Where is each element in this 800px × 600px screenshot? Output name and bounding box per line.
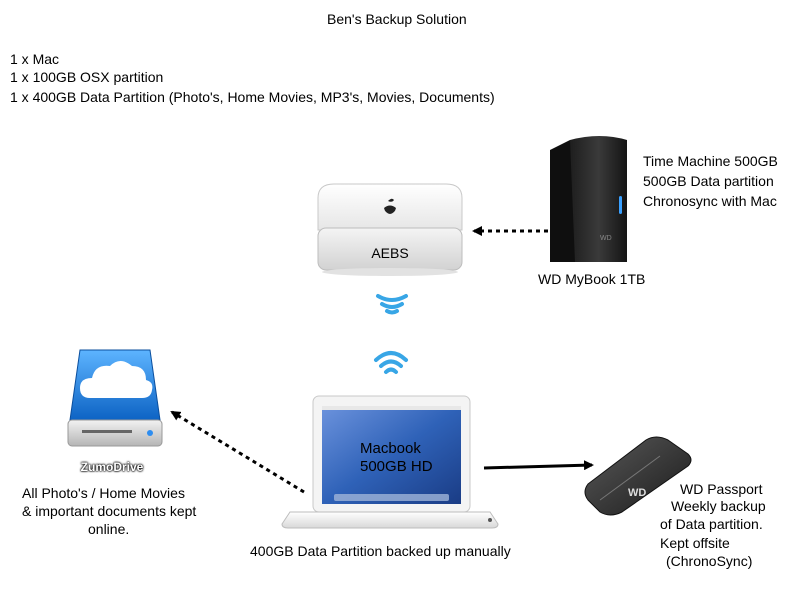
summary-line-data-partition: 1 x 400GB Data Partition (Photo's, Home … bbox=[10, 89, 495, 105]
passport-note-data-partition: of Data partition. bbox=[660, 516, 763, 532]
mybook-note-time-machine: Time Machine 500GB bbox=[643, 153, 778, 169]
macbook-caption: 400GB Data Partition backed up manually bbox=[250, 543, 511, 559]
macbook-screen-name: Macbook bbox=[360, 440, 421, 457]
passport-note-weekly: Weekly backup bbox=[671, 498, 766, 514]
macbook-screen bbox=[322, 406, 461, 504]
macbook-power-light bbox=[488, 518, 492, 522]
cloud-icon bbox=[80, 361, 153, 398]
zumodrive-note-photos: All Photo's / Home Movies bbox=[22, 485, 185, 501]
mybook-note-data-partition: 500GB Data partition bbox=[643, 173, 774, 189]
macbook-screen-capacity: 500GB HD bbox=[360, 458, 433, 475]
mybook-status-light bbox=[619, 196, 622, 214]
passport-note-name: WD Passport bbox=[680, 481, 763, 497]
zumodrive-note-online: online. bbox=[88, 521, 130, 537]
mybook-note-chronosync: Chronosync with Mac bbox=[643, 193, 777, 209]
apple-logo-icon bbox=[384, 198, 396, 214]
mybook-wd-logo-icon: WD bbox=[600, 235, 612, 242]
arrow-macbook-to-zumodrive bbox=[170, 410, 305, 494]
passport-wd-logo-icon: WD bbox=[628, 487, 646, 499]
summary-line-osx-partition: 1 x 100GB OSX partition bbox=[10, 69, 164, 85]
macbook-menubar bbox=[322, 406, 461, 410]
summary-line-mac: 1 x Mac bbox=[10, 51, 60, 67]
mybook-label: WD MyBook 1TB bbox=[538, 271, 646, 287]
arrow-macbook-to-passport bbox=[483, 460, 594, 471]
aebs-label: AEBS bbox=[371, 245, 409, 261]
macbook-dock bbox=[334, 494, 449, 501]
passport-note-offsite: Kept offsite bbox=[660, 535, 730, 551]
passport-note-chronosync: (ChronoSync) bbox=[666, 553, 753, 569]
zumodrive-label: ZumoDrive bbox=[80, 460, 144, 474]
zumodrive-note-documents: & important documents kept bbox=[22, 503, 197, 519]
diagram-title: Ben's Backup Solution bbox=[327, 11, 467, 27]
